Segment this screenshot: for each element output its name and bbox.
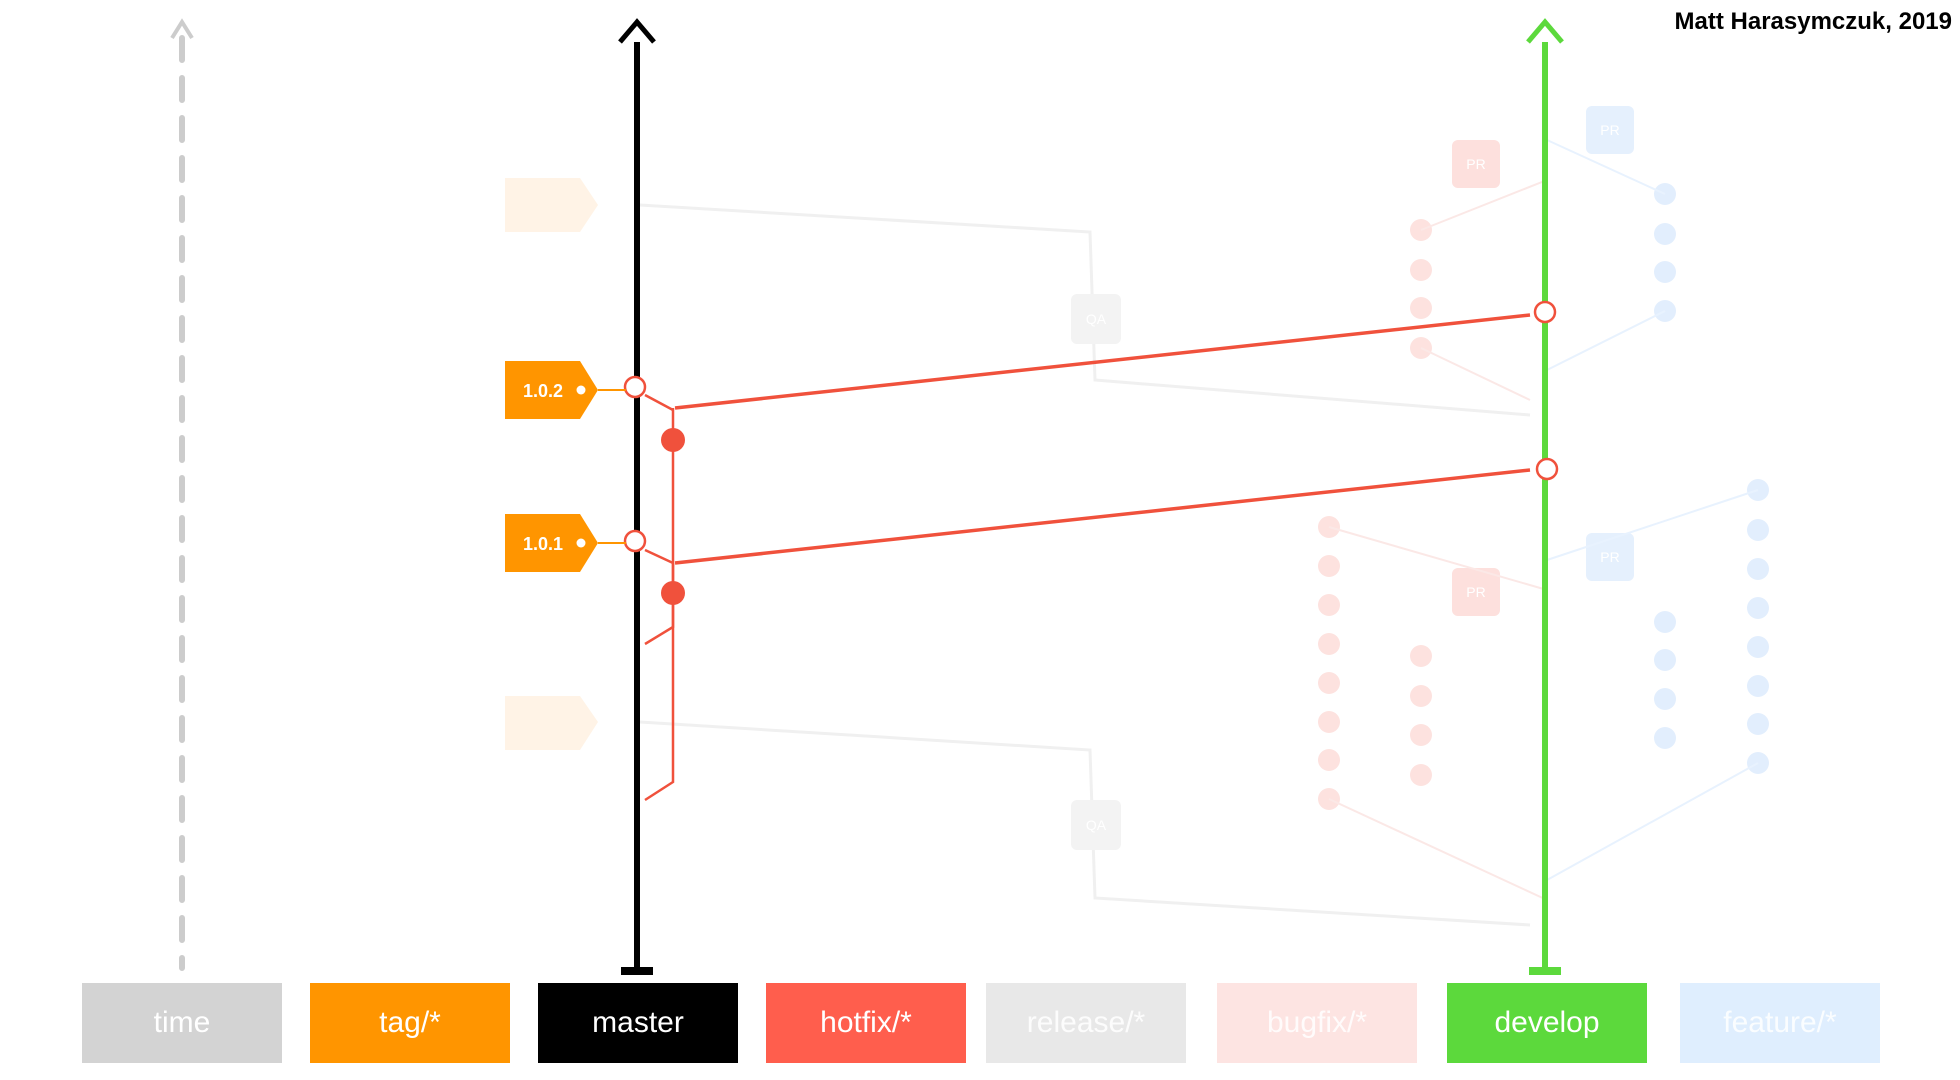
tag-1-0-2: 1.0.2 bbox=[505, 361, 626, 419]
time-axis bbox=[170, 18, 194, 971]
develop-merge-point-bottom bbox=[1535, 457, 1559, 481]
tag-hole-icon-1-0-2 bbox=[576, 385, 586, 395]
faded-pr-badge-bugfix-top bbox=[1452, 140, 1500, 188]
master-merge-point-1-0-1 bbox=[623, 529, 647, 553]
faded-qa-badge-top bbox=[1071, 294, 1121, 344]
faded-pr-label-bugfix-bottom: PR bbox=[1466, 584, 1485, 600]
lane-time: time bbox=[82, 983, 282, 1063]
tag-1-0-1: 1.0.1 bbox=[505, 514, 626, 572]
faded-feature-commits bbox=[1654, 183, 1769, 774]
lane-tag: tag/* bbox=[310, 983, 510, 1063]
faded-feature-connector bbox=[1546, 139, 1759, 881]
hotfix-merge-line-top bbox=[674, 313, 1531, 410]
lane-release: release/* bbox=[986, 983, 1186, 1063]
develop-base bbox=[1529, 967, 1561, 975]
tag-shape-1-0-1 bbox=[505, 514, 598, 572]
lane-hotfix: hotfix/* bbox=[766, 983, 966, 1063]
hotfix-commit-bottom bbox=[661, 581, 685, 605]
faded-tag-top bbox=[505, 178, 598, 232]
master-base bbox=[621, 967, 653, 975]
faded-pr-badge-feature-top bbox=[1586, 106, 1634, 154]
tag-label-1-0-2: 1.0.2 bbox=[523, 381, 563, 401]
lane-master: master bbox=[538, 983, 738, 1063]
faded-background: QA QA PR PR PR PR bbox=[505, 106, 1769, 927]
master-arrowhead bbox=[618, 18, 656, 44]
master-merge-point-1-0-2 bbox=[623, 375, 647, 399]
faded-qa-badge-bottom bbox=[1071, 800, 1121, 850]
lane-feature: feature/* bbox=[1680, 983, 1880, 1063]
faded-qa-label-bottom: QA bbox=[1086, 817, 1107, 833]
develop-branch bbox=[1526, 18, 1564, 975]
tag-shape-1-0-2 bbox=[505, 361, 598, 419]
faded-pr-label-feature-bottom: PR bbox=[1600, 549, 1619, 565]
hotfix-commit-top bbox=[661, 428, 685, 452]
lane-develop: develop bbox=[1447, 983, 1647, 1063]
develop-merge-point-top bbox=[1533, 300, 1557, 324]
faded-pr-label-feature-top: PR bbox=[1600, 122, 1619, 138]
faded-bugfix-connector bbox=[1328, 179, 1548, 901]
develop-arrowhead bbox=[1526, 18, 1564, 44]
faded-qa-label-top: QA bbox=[1086, 311, 1107, 327]
faded-pr-label-bugfix-top: PR bbox=[1466, 156, 1485, 172]
lane-bugfix: bugfix/* bbox=[1217, 983, 1417, 1063]
faded-pr-badge-bugfix-bottom bbox=[1452, 568, 1500, 616]
author-credit: Matt Harasymczuk, 2019 bbox=[1674, 8, 1952, 35]
faded-pr-badge-feature-bottom bbox=[1586, 533, 1634, 581]
faded-tag-bottom bbox=[505, 696, 598, 750]
hotfix-branch-bottom bbox=[644, 548, 675, 802]
time-axis-arrowhead bbox=[170, 18, 194, 40]
tag-hole-icon-1-0-1 bbox=[576, 538, 586, 548]
hotfix-merge-line-bottom bbox=[674, 468, 1531, 565]
tag-label-1-0-1: 1.0.1 bbox=[523, 534, 563, 554]
master-branch bbox=[618, 18, 656, 975]
hotfix-branches bbox=[644, 313, 1531, 802]
